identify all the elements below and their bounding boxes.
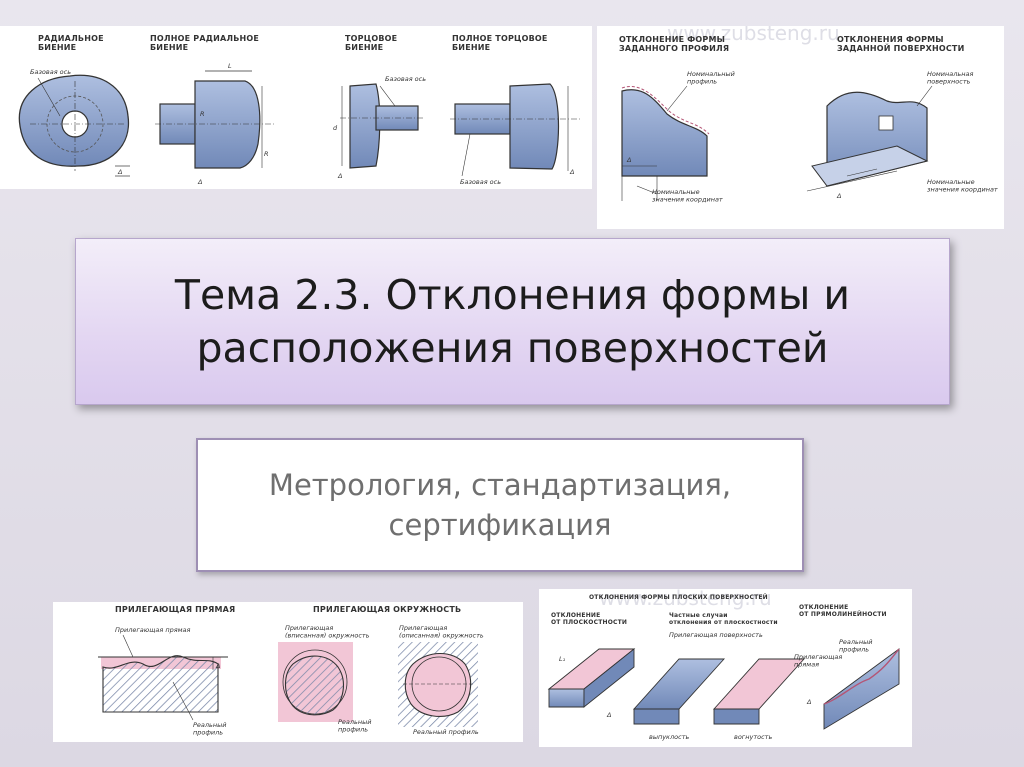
described-circle-figure: Прилегающая(описанная) окружность Реальн… <box>398 624 484 736</box>
adjacent-line-label: Прилегающая прямая <box>115 626 191 634</box>
title-line-2: расположения поверхностей <box>196 323 829 372</box>
inscribed-circle-label: Прилегающая(вписанная) окружность <box>285 624 370 640</box>
bottom-left-diagram-panel: ПРИЛЕГАЮЩАЯ ПРЯМАЯ ПРИЛЕГАЮЩАЯ ОКРУЖНОСТ… <box>53 602 523 742</box>
caption-adjacent-circle: ПРИЛЕГАЮЩАЯ ОКРУЖНОСТЬ <box>313 605 461 614</box>
subtitle-line-2: сертификация <box>388 508 612 542</box>
caption-adjacent-line: ПРИЛЕГАЮЩАЯ ПРЯМАЯ <box>115 605 235 614</box>
slide-title: Тема 2.3. Отклонения формы и расположени… <box>103 269 923 374</box>
inscribed-circle-figure: Прилегающая(вписанная) окружность Реальн… <box>278 624 372 734</box>
concavity-figure: вогнутость <box>712 658 806 741</box>
watermark-top: www.zubsteng.ru <box>667 26 840 45</box>
adjacent-line-circle-diagrams: ПРИЛЕГАЮЩАЯ ПРЯМАЯ ПРИЛЕГАЮЩАЯ ОКРУЖНОСТ… <box>98 605 484 737</box>
described-circle-label: Прилегающая(описанная) окружность <box>399 624 484 640</box>
real-profile-label-3: Реальный профиль <box>413 728 479 736</box>
convexity-figure: Прилегающая поверхность выпуклость <box>632 631 763 741</box>
delta-straightness: Δ <box>806 698 811 706</box>
full-axial-runout-figure: Δ Базовая ось <box>450 83 580 186</box>
base-axis-label-2: Базовая ось <box>385 75 426 83</box>
caption-plane-shape-deviation: ОТКЛОНЕНИЯ ФОРМЫ ПЛОСКИХ ПОВЕРХНОСТЕЙ <box>589 593 768 601</box>
flatness-straightness-diagrams: www.zubsteng.ru ОТКЛОНЕНИЯ ФОРМЫ ПЛОСКИХ… <box>547 589 900 741</box>
flatness-plate-figure: L₁ Δ <box>547 648 636 719</box>
watermark-bottom: www.zubsteng.ru <box>599 589 772 610</box>
delta-surface: Δ <box>836 192 841 200</box>
radius-label-2: R <box>264 150 269 158</box>
delta-profile: Δ <box>626 156 631 164</box>
delta-label-1: Δ <box>117 168 122 176</box>
convexity-label: выпуклость <box>649 733 689 741</box>
diameter-label: d <box>333 124 338 132</box>
delta-label-2: Δ <box>197 178 202 186</box>
base-axis-label-3: Базовая ось <box>460 178 501 186</box>
bottom-right-diagram-panel: www.zubsteng.ru ОТКЛОНЕНИЯ ФОРМЫ ПЛОСКИХ… <box>539 589 912 747</box>
base-axis-label-1: Базовая ось <box>30 68 71 76</box>
delta-label-3: Δ <box>337 172 342 180</box>
title-line-1: Тема 2.3. Отклонения формы и <box>174 271 851 320</box>
subtitle-line-1: Метрология, стандартизация, <box>268 467 732 502</box>
subtitle-box: Метрология, стандартизация, сертификация <box>196 438 804 572</box>
title-box: Тема 2.3. Отклонения формы и расположени… <box>75 238 950 405</box>
concavity-label: вогнутость <box>734 733 772 741</box>
axial-runout-figure: d Базовая ось Δ <box>333 75 426 180</box>
l1-label: L₁ <box>559 655 566 663</box>
full-radial-runout-figure: L R R Δ <box>155 62 275 186</box>
delta-flatness: Δ <box>606 711 611 719</box>
delta-label-4: Δ <box>569 168 574 176</box>
delta-adjacent-line: Δ <box>215 662 220 670</box>
adjacent-surface-label: Прилегающая поверхность <box>669 631 763 639</box>
radius-label: R <box>200 110 205 118</box>
length-label: L <box>228 62 232 70</box>
radial-runout-figure: Δ Базовая ось <box>18 68 130 177</box>
slide-subtitle: Метрология, стандартизация, сертификация <box>210 465 790 545</box>
